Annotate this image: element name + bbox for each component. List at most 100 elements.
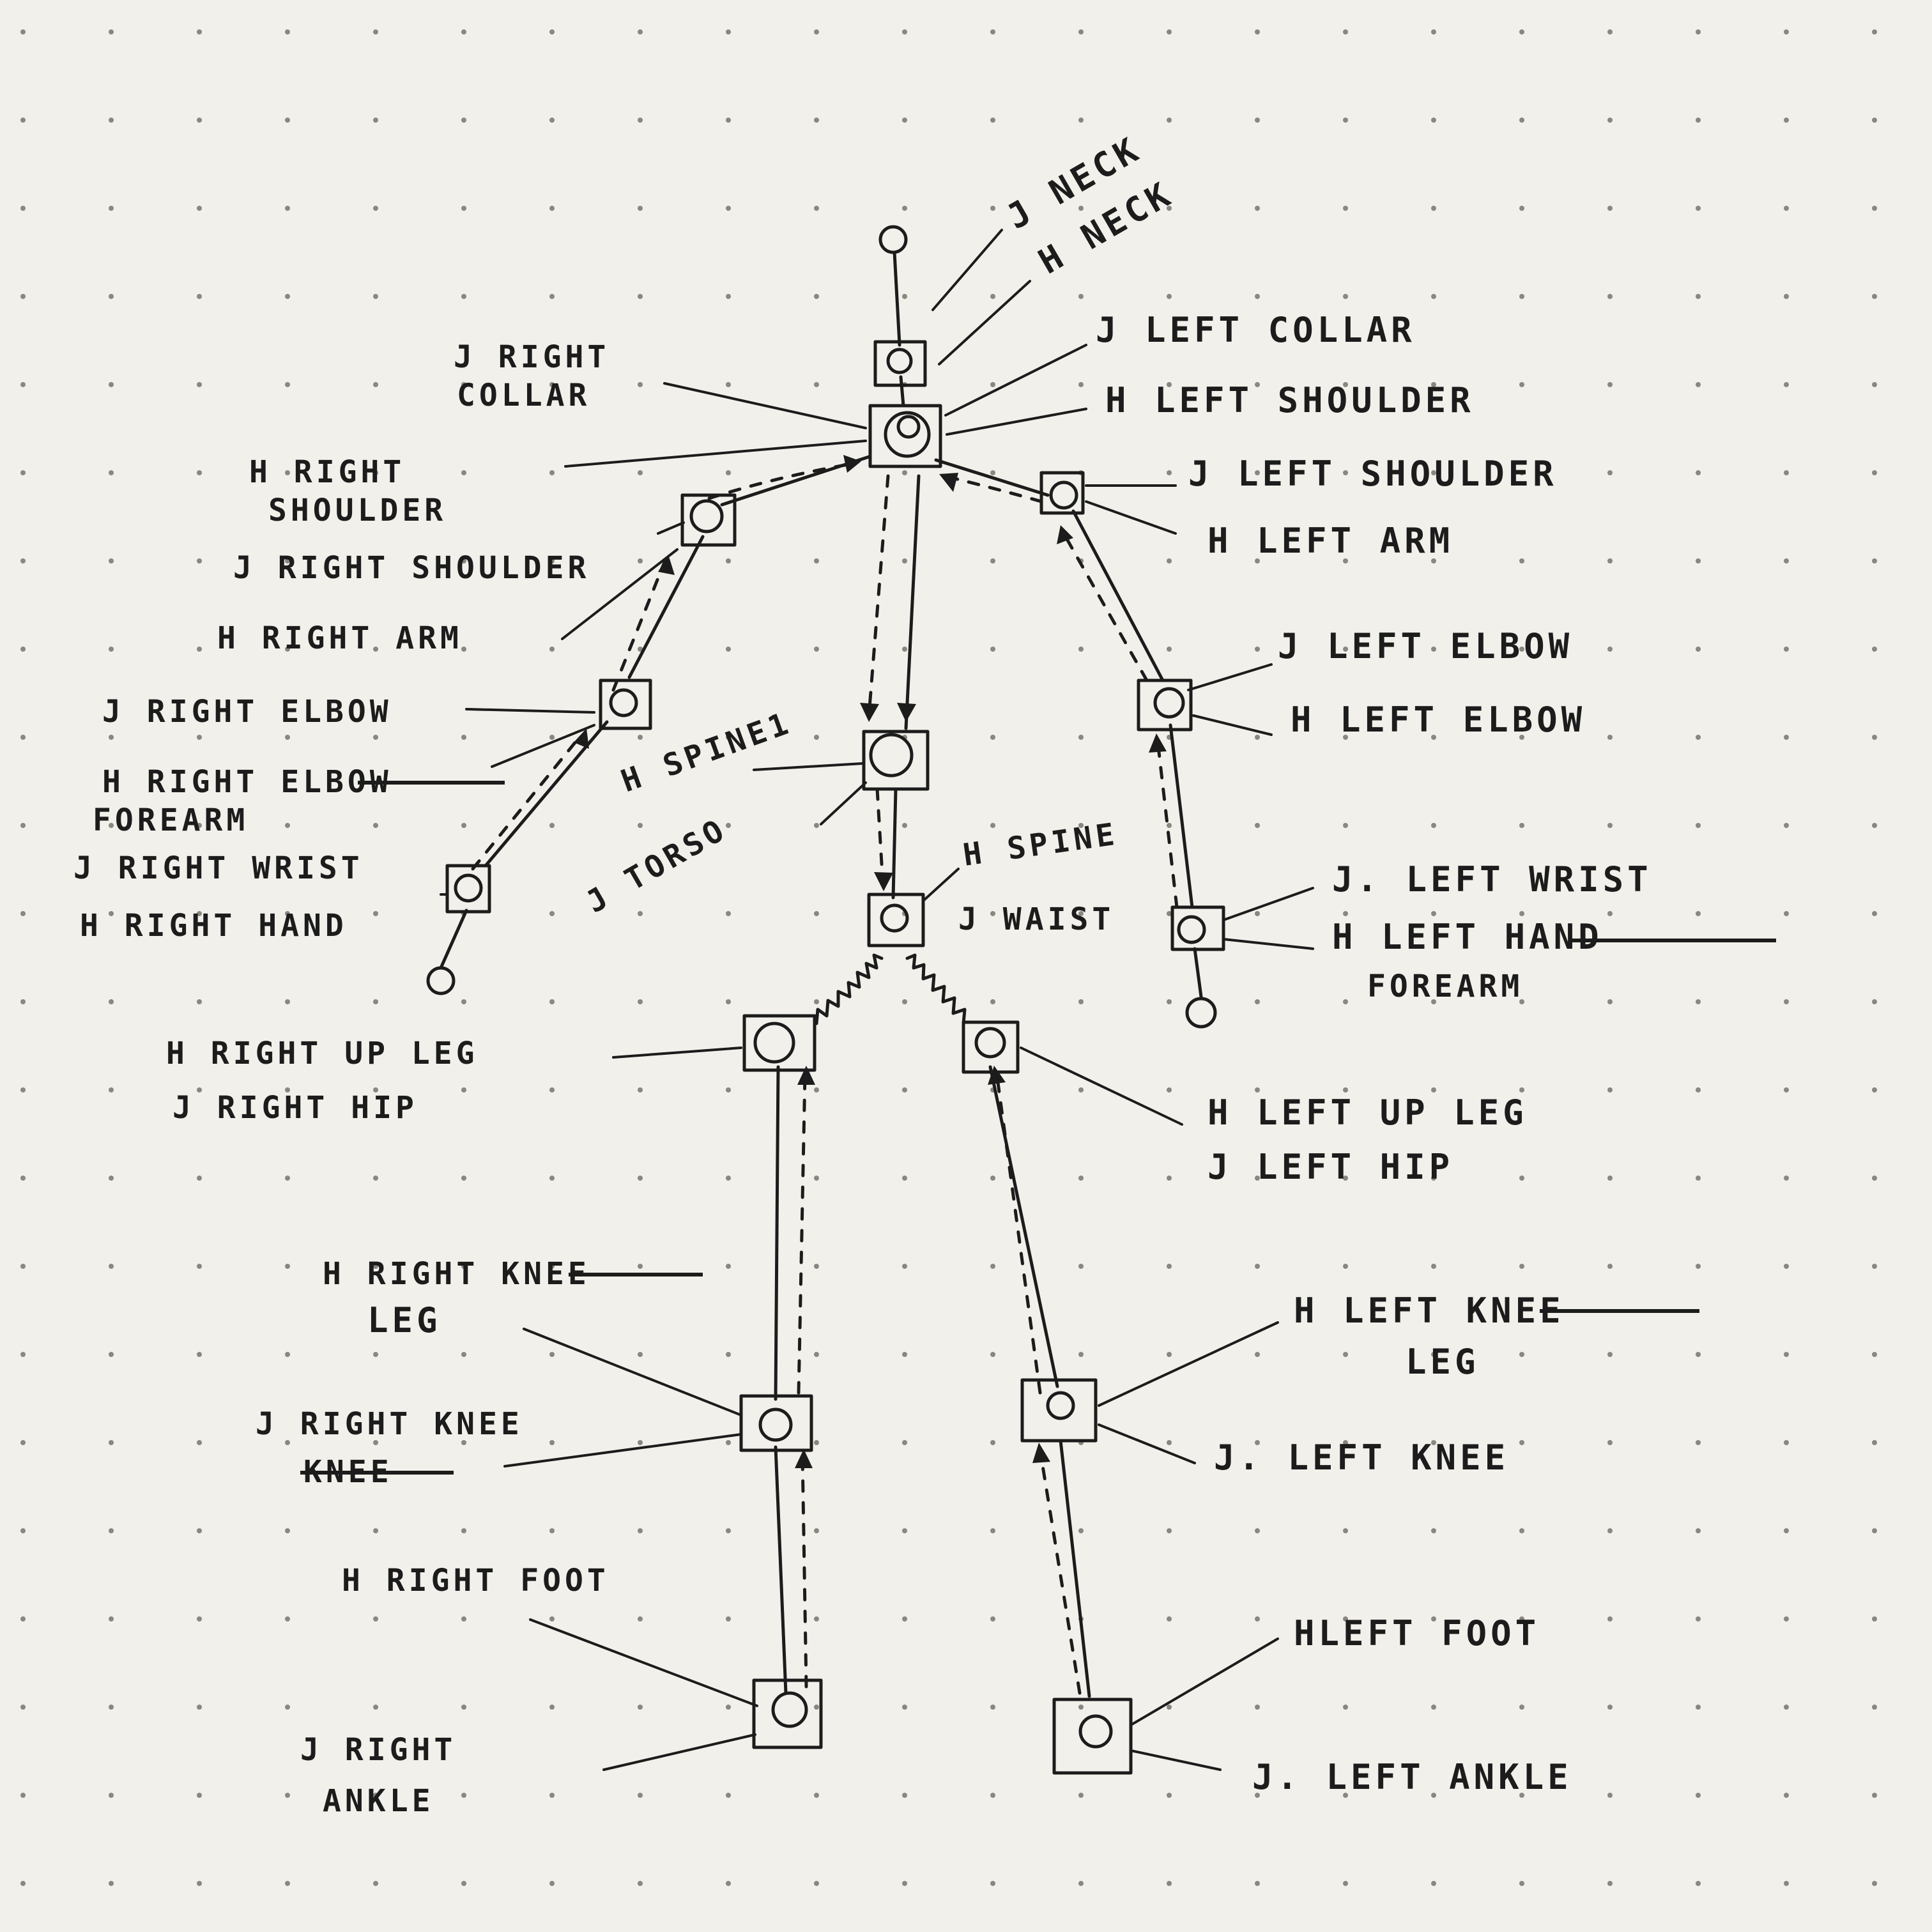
grid-dot (638, 647, 643, 652)
grid-dot (1872, 29, 1877, 34)
grid-dot (814, 1264, 819, 1269)
grid-dot (1431, 206, 1436, 211)
leader-h-neck (938, 280, 1031, 365)
grid-dot (1872, 823, 1877, 828)
grid-dot (109, 735, 114, 740)
grid-dot (1696, 647, 1701, 652)
grid-dot (109, 911, 114, 916)
grid-dot (1343, 206, 1348, 211)
grid-dot (1607, 999, 1613, 1004)
right-hand-end-circle (426, 966, 456, 995)
grid-dot (461, 382, 466, 387)
grid-dot (1519, 470, 1524, 475)
leader-j-left-knee (1098, 1423, 1196, 1464)
grid-dot (638, 1264, 643, 1269)
grid-dot (990, 1440, 995, 1445)
grid-dot (197, 558, 202, 564)
grid-dot (1078, 999, 1084, 1004)
grid-dot (285, 294, 290, 299)
grid-dot (549, 1793, 555, 1798)
grid-dot (197, 470, 202, 475)
grid-dot (549, 647, 555, 652)
grid-dot (814, 1616, 819, 1621)
grid-dot (20, 911, 26, 916)
grid-dot (990, 1881, 995, 1886)
grid-dot (373, 823, 378, 828)
leader-h-right-forearm (491, 724, 595, 768)
grid-dot (1872, 1528, 1877, 1533)
grid-dot (1696, 1705, 1701, 1710)
leader-j-left-wrist (1222, 887, 1314, 921)
joint-right-wrist-circle (454, 873, 483, 903)
leader-h-left-leg (1098, 1321, 1279, 1407)
grid-dot (726, 1087, 731, 1092)
joint-right-hip-circle (753, 1022, 795, 1064)
grid-dot (373, 1087, 378, 1092)
labels: J NECK H NECK J LEFT COLLAR H LEFT SHOUL… (73, 128, 1776, 1819)
grid-dot (1696, 1352, 1701, 1357)
grid-dot (1607, 558, 1613, 564)
dash-right-wrist-to-elbow (471, 733, 583, 871)
left-hand-end-circle (1185, 997, 1217, 1029)
grid-dot (1167, 1352, 1172, 1357)
dash-left-elbow-to-shoulder (1062, 532, 1149, 682)
grid-dot (1519, 1616, 1524, 1621)
leader-h-left-foot (1130, 1637, 1279, 1726)
arrow-left-shoulder (1057, 525, 1073, 544)
grid-dot (1607, 1793, 1613, 1798)
grid-dot (814, 294, 819, 299)
label-j-left-collar: J LEFT COLLAR (1096, 310, 1416, 350)
grid-dot (109, 647, 114, 652)
grid-dot (1255, 1793, 1260, 1798)
bone-right-upper-arm (627, 535, 705, 679)
grid-dot (1784, 1528, 1789, 1533)
grid-dot (1255, 647, 1260, 652)
grid-dot (1696, 294, 1701, 299)
dash-spine-to-waist (875, 787, 885, 887)
grid-dot (1519, 735, 1524, 740)
grid-dot (1255, 1440, 1260, 1445)
grid-dot (1519, 1087, 1524, 1092)
grid-dot (1696, 1087, 1701, 1092)
grid-dot (1784, 118, 1789, 123)
grid-dot (549, 911, 555, 916)
grid-dot (726, 294, 731, 299)
grid-dot (1872, 735, 1877, 740)
grid-dot (20, 470, 26, 475)
grid-dot (1784, 382, 1789, 387)
grid-dot (1431, 1176, 1436, 1181)
head-end-circle (878, 225, 908, 254)
grid-dot (726, 823, 731, 828)
grid-dot (726, 1881, 731, 1886)
joint-right-wrist-box (445, 864, 491, 914)
grid-dot (373, 382, 378, 387)
grid-dot (1343, 1881, 1348, 1886)
grid-dot (1343, 735, 1348, 740)
grid-dot (1696, 999, 1701, 1004)
grid-dot (461, 1616, 466, 1621)
grid-dot (373, 1793, 378, 1798)
arrow-left-knee (1032, 1443, 1050, 1463)
arrow-waist (874, 872, 893, 891)
grid-dot (1255, 823, 1260, 828)
grid-dot (990, 558, 995, 564)
grid-dot (1784, 1087, 1789, 1092)
grid-dot (902, 1793, 907, 1798)
grid-dot (1431, 1705, 1436, 1710)
label-j-left-hip: J LEFT HIP (1208, 1147, 1453, 1187)
grid-dot (1078, 118, 1084, 123)
grid-dot (1343, 1176, 1348, 1181)
grid-dot (1607, 1352, 1613, 1357)
grid-dot (1872, 382, 1877, 387)
label-h-left-elbow: H LEFT ELBOW (1291, 700, 1586, 740)
joint-left-wrist-circle (1177, 915, 1206, 944)
grid-dot (814, 1528, 819, 1533)
grid-dot (814, 206, 819, 211)
grid-dot (109, 1264, 114, 1269)
grid-dot (1078, 1793, 1084, 1798)
grid-dot (902, 1176, 907, 1181)
grid-dot (726, 1440, 731, 1445)
grid-dot (902, 1528, 907, 1533)
bone-neck-collar (899, 375, 905, 408)
